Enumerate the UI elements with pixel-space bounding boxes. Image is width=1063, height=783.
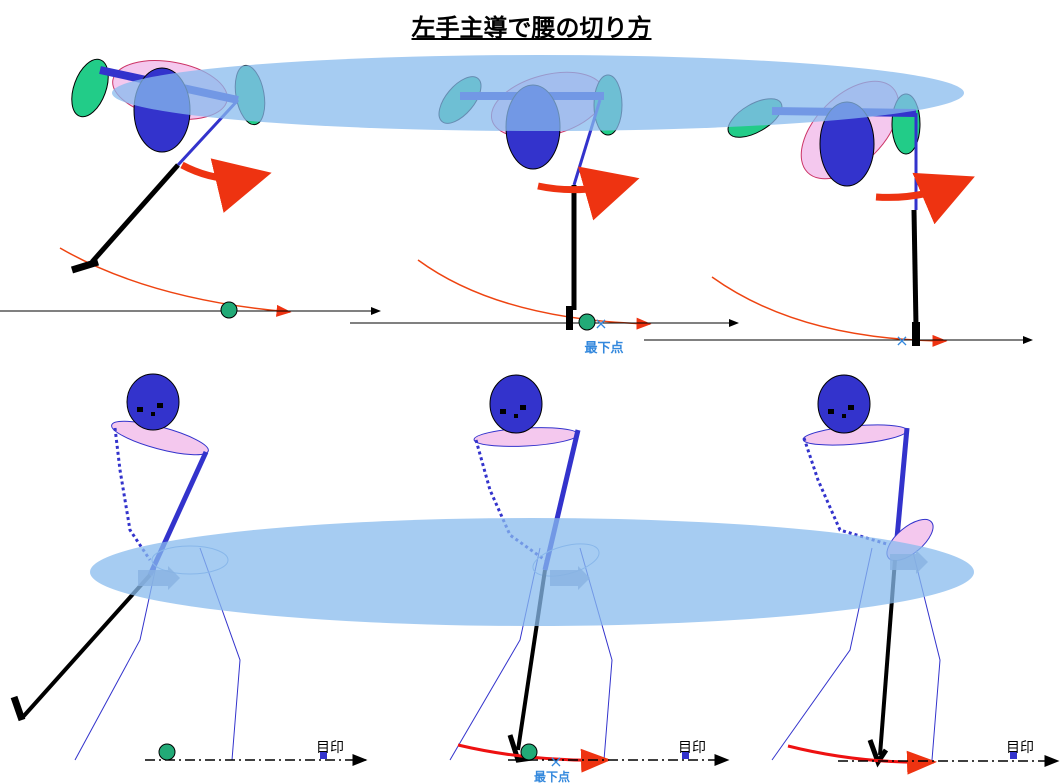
club-head bbox=[70, 258, 100, 274]
club-shaft bbox=[911, 209, 919, 327]
target-mark-label: 目印 bbox=[678, 740, 706, 756]
left-arm bbox=[113, 427, 152, 561]
lowest-point-label: 最下点 bbox=[534, 769, 570, 783]
lowest-point-x: × bbox=[594, 314, 607, 333]
mouth bbox=[151, 412, 155, 416]
target-mark-square bbox=[1010, 752, 1017, 759]
rotation-arrow bbox=[875, 172, 975, 225]
eye bbox=[520, 405, 526, 410]
ball bbox=[520, 743, 538, 761]
ball bbox=[578, 313, 596, 331]
swing-arc bbox=[711, 276, 948, 347]
eye bbox=[848, 405, 854, 410]
front-view-figure-2: × 最下点 目印 bbox=[449, 374, 730, 783]
club-shaft bbox=[20, 573, 152, 720]
club-head bbox=[566, 306, 573, 330]
eye bbox=[137, 407, 143, 412]
club-head bbox=[10, 695, 26, 722]
head bbox=[489, 374, 543, 434]
target-mark-square bbox=[682, 752, 689, 759]
page-title: 左手主導で腰の切り方 bbox=[411, 14, 652, 42]
mouth bbox=[842, 414, 846, 418]
lowest-point-x: × bbox=[895, 331, 908, 350]
club-head bbox=[912, 322, 920, 346]
hip-level-band-bottom bbox=[90, 518, 974, 626]
lowest-point-label: 最下点 bbox=[584, 340, 623, 356]
ball bbox=[158, 743, 176, 761]
lowest-point-x: × bbox=[549, 752, 562, 771]
target-mark-label: 目印 bbox=[1006, 740, 1034, 756]
rotation-arrow bbox=[180, 158, 272, 213]
hip-level-band-top bbox=[112, 55, 964, 131]
head bbox=[126, 373, 180, 431]
swing-arc bbox=[787, 744, 937, 775]
eye bbox=[500, 409, 506, 414]
left-arm-ellipse bbox=[71, 58, 109, 118]
eye bbox=[828, 409, 834, 414]
rotation-arrow bbox=[537, 166, 640, 221]
swing-arc bbox=[59, 247, 292, 317]
club-shaft bbox=[90, 163, 180, 264]
mouth bbox=[514, 414, 518, 418]
target-mark-square bbox=[320, 752, 327, 759]
swing-arc bbox=[417, 259, 652, 330]
eye bbox=[157, 403, 163, 408]
ball bbox=[220, 301, 238, 319]
target-mark-label: 目印 bbox=[316, 740, 344, 756]
head bbox=[817, 374, 871, 434]
